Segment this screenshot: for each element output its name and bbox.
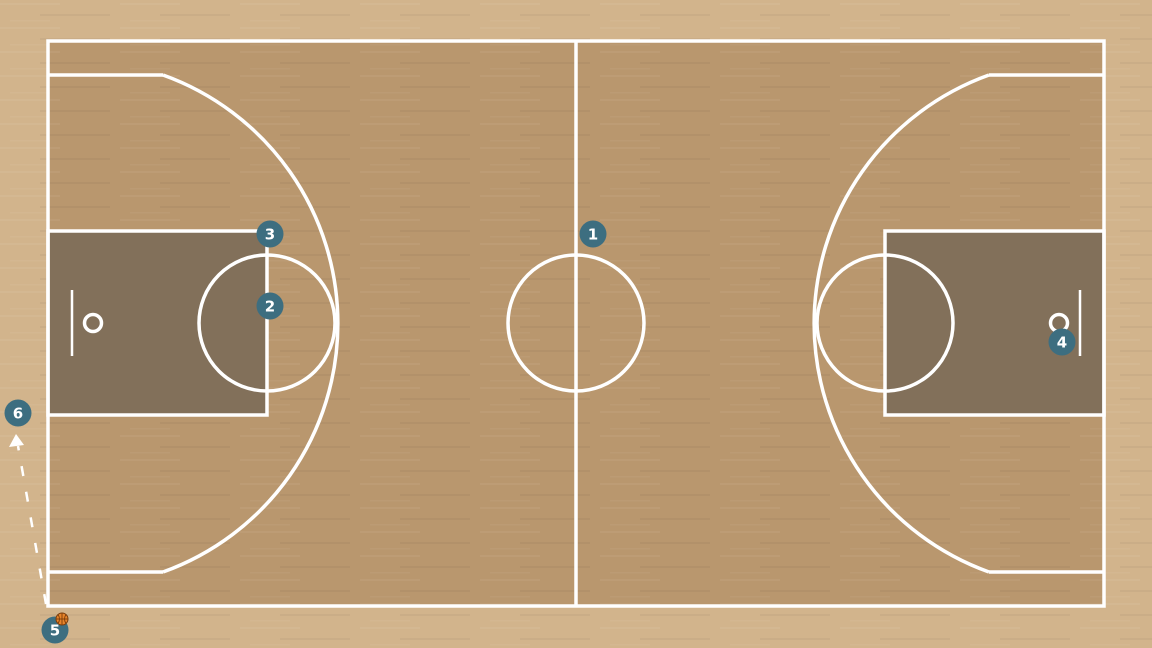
player-marker <box>579 220 607 248</box>
left-three-point-arc <box>162 73 340 574</box>
left-rim <box>82 312 104 334</box>
pass-arrowhead <box>9 434 24 447</box>
player-6[interactable]: 6 <box>4 399 32 427</box>
left-free-throw-circle <box>197 253 337 393</box>
right-lane-lines <box>883 229 1106 417</box>
left-paint <box>48 231 267 415</box>
right-three-point-arc <box>812 73 990 574</box>
player-label: 1 <box>588 226 598 244</box>
player-marker <box>4 399 32 427</box>
player-2[interactable]: 2 <box>256 292 284 320</box>
court-lines <box>46 39 1106 608</box>
player-label: 4 <box>1057 334 1067 352</box>
pass-line <box>16 445 48 605</box>
right-free-throw-circle <box>815 253 955 393</box>
player-marker <box>256 292 284 320</box>
pass-arrow <box>9 434 48 605</box>
player-marker <box>256 220 284 248</box>
player-label: 5 <box>50 622 60 640</box>
center-circle <box>506 253 646 393</box>
player-label: 3 <box>265 226 275 244</box>
player-5[interactable]: 5 <box>41 612 69 644</box>
player-3[interactable]: 3 <box>256 220 284 248</box>
basketball-icon <box>55 612 69 626</box>
player-4[interactable]: 4 <box>1048 328 1076 356</box>
player-1[interactable]: 1 <box>579 220 607 248</box>
right-paint <box>885 231 1104 415</box>
player-label: 6 <box>13 405 23 423</box>
player-marker <box>1048 328 1076 356</box>
player-label: 2 <box>265 298 275 316</box>
left-lane-lines <box>46 229 269 417</box>
